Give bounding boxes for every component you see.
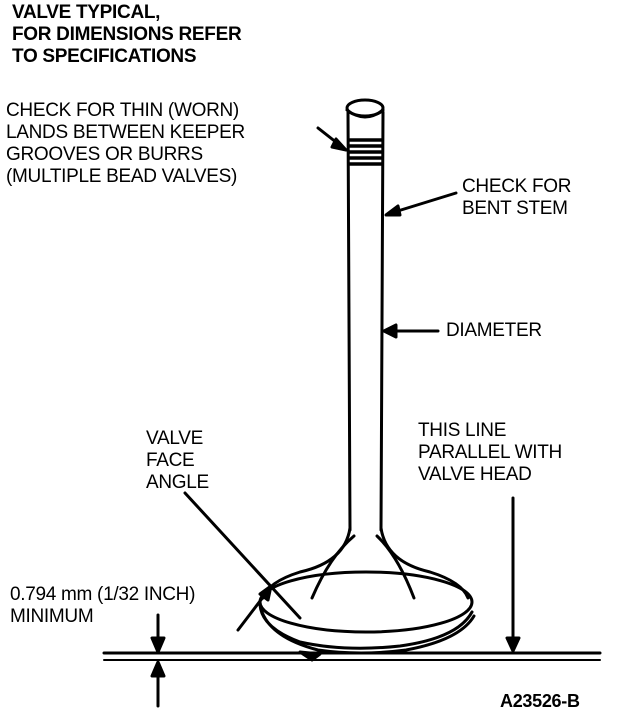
keeper-lands-callout: CHECK FOR THIN (WORN) LANDS BETWEEN KEEP… (6, 100, 245, 188)
bent-stem-line-1: CHECK FOR (462, 176, 572, 197)
keeper-grooves (347, 138, 384, 166)
keeper-lands-line-2: LANDS BETWEEN KEEPER (6, 122, 245, 143)
margin-dimension (150, 584, 273, 708)
figure-id-text: A23526-B (500, 691, 580, 711)
leader-bent-stem (384, 191, 458, 217)
parallel-line-1: THIS LINE (418, 420, 507, 441)
bent-stem-callout: CHECK FOR BENT STEM (462, 176, 572, 220)
title-line-2: FOR DIMENSIONS REFER (12, 24, 242, 45)
title-note: VALVE TYPICAL, FOR DIMENSIONS REFER TO S… (12, 2, 242, 68)
parallel-line-2: PARALLEL WITH (418, 442, 562, 463)
diameter-callout: DIAMETER (446, 320, 542, 342)
figure-id: A23526-B (500, 690, 580, 712)
face-angle-line-1: VALVE (146, 428, 203, 449)
leader-diameter (382, 323, 440, 339)
face-angle-callout: VALVE FACE ANGLE (146, 428, 209, 494)
keeper-lands-line-4: (MULTIPLE BEAD VALVES) (6, 166, 237, 187)
parallel-line-callout: THIS LINE PARALLEL WITH VALVE HEAD (418, 420, 562, 486)
face-angle-line-2: FACE (146, 450, 195, 471)
diameter-label: DIAMETER (446, 320, 542, 341)
seat-reference-line (102, 650, 602, 662)
title-line-1: VALVE TYPICAL, (12, 2, 161, 23)
keeper-lands-line-1: CHECK FOR THIN (WORN) (6, 100, 239, 121)
leader-face-angle (183, 491, 302, 620)
margin-minimum-line-2: MINIMUM (10, 606, 94, 627)
keeper-lands-line-3: GROOVES OR BURRS (6, 144, 203, 165)
leader-keeper-lands (316, 126, 348, 152)
margin-minimum-line-1: 0.794 mm (1/32 INCH) (10, 584, 196, 605)
face-angle-line-3: ANGLE (146, 472, 209, 493)
parallel-reference-line (505, 496, 521, 653)
margin-minimum-callout: 0.794 mm (1/32 INCH) MINIMUM (10, 584, 195, 628)
valve-stem (345, 98, 385, 532)
bent-stem-line-2: BENT STEM (462, 198, 568, 219)
valve-head (258, 526, 476, 655)
title-line-3: TO SPECIFICATIONS (12, 46, 197, 67)
parallel-line-3: VALVE HEAD (418, 464, 532, 485)
